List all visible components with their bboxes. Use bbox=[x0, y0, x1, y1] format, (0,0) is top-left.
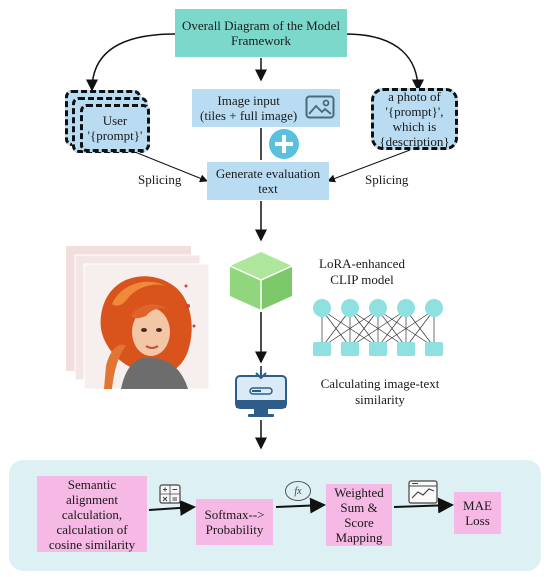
line-chart-icon bbox=[408, 480, 438, 504]
arrow-semantic-to-softmax bbox=[148, 499, 196, 516]
image-icon bbox=[305, 95, 335, 119]
function-fx-icon: fx bbox=[285, 481, 311, 501]
title-text: Overall Diagram of the Model Framework bbox=[181, 18, 341, 48]
arrow-description-to-generate bbox=[327, 149, 411, 183]
semantic-alignment-text: Semantic alignment calculation, calculat… bbox=[48, 476, 136, 552]
neural-network-icon bbox=[313, 299, 443, 356]
arrow-title-to-user bbox=[86, 33, 176, 92]
semantic-alignment-box: Semantic alignment calculation, calculat… bbox=[37, 476, 147, 552]
monitor-download-icon bbox=[235, 366, 287, 417]
title-box: Overall Diagram of the Model Framework bbox=[175, 9, 347, 57]
portrait-image-stack bbox=[66, 246, 210, 390]
softmax-text: Softmax--> Probability bbox=[204, 507, 265, 537]
user-prompt-text: User '{prompt}' bbox=[87, 113, 143, 143]
arrow-weighted-to-mae bbox=[393, 497, 454, 514]
clip-model-label: LoRA-enhanced CLIP model bbox=[319, 256, 405, 287]
description-prompt-text: a photo of '{prompt}', which is {descrip… bbox=[379, 89, 450, 149]
generate-evaluation-box: Generate evaluation text bbox=[207, 162, 329, 200]
arrow-softmax-to-weighted bbox=[275, 497, 326, 514]
splicing-left-label: Splicing bbox=[138, 172, 182, 187]
image-input-box: Image input (tiles + full image) bbox=[192, 89, 340, 127]
clip-model-cube-icon bbox=[229, 252, 293, 310]
generate-evaluation-text: Generate evaluation text bbox=[215, 166, 321, 196]
description-prompt-box: a photo of '{prompt}', which is {descrip… bbox=[371, 88, 458, 150]
arrow-title-to-description bbox=[344, 33, 424, 92]
plus-icon bbox=[269, 129, 299, 159]
softmax-box: Softmax--> Probability bbox=[196, 499, 273, 545]
weighted-sum-text: Weighted Sum & Score Mapping bbox=[334, 485, 384, 545]
user-prompt-box: User '{prompt}' bbox=[80, 104, 150, 152]
weighted-sum-box: Weighted Sum & Score Mapping bbox=[326, 484, 392, 546]
mae-loss-box: MAE Loss bbox=[454, 492, 501, 534]
similarity-label: Calculating image-text similarity bbox=[320, 376, 440, 407]
image-input-text: Image input (tiles + full image) bbox=[200, 93, 298, 123]
calculator-icon bbox=[159, 484, 181, 504]
splicing-right-label: Splicing bbox=[365, 172, 409, 187]
mae-loss-text: MAE Loss bbox=[463, 498, 492, 528]
fx-symbol: fx bbox=[294, 485, 302, 497]
